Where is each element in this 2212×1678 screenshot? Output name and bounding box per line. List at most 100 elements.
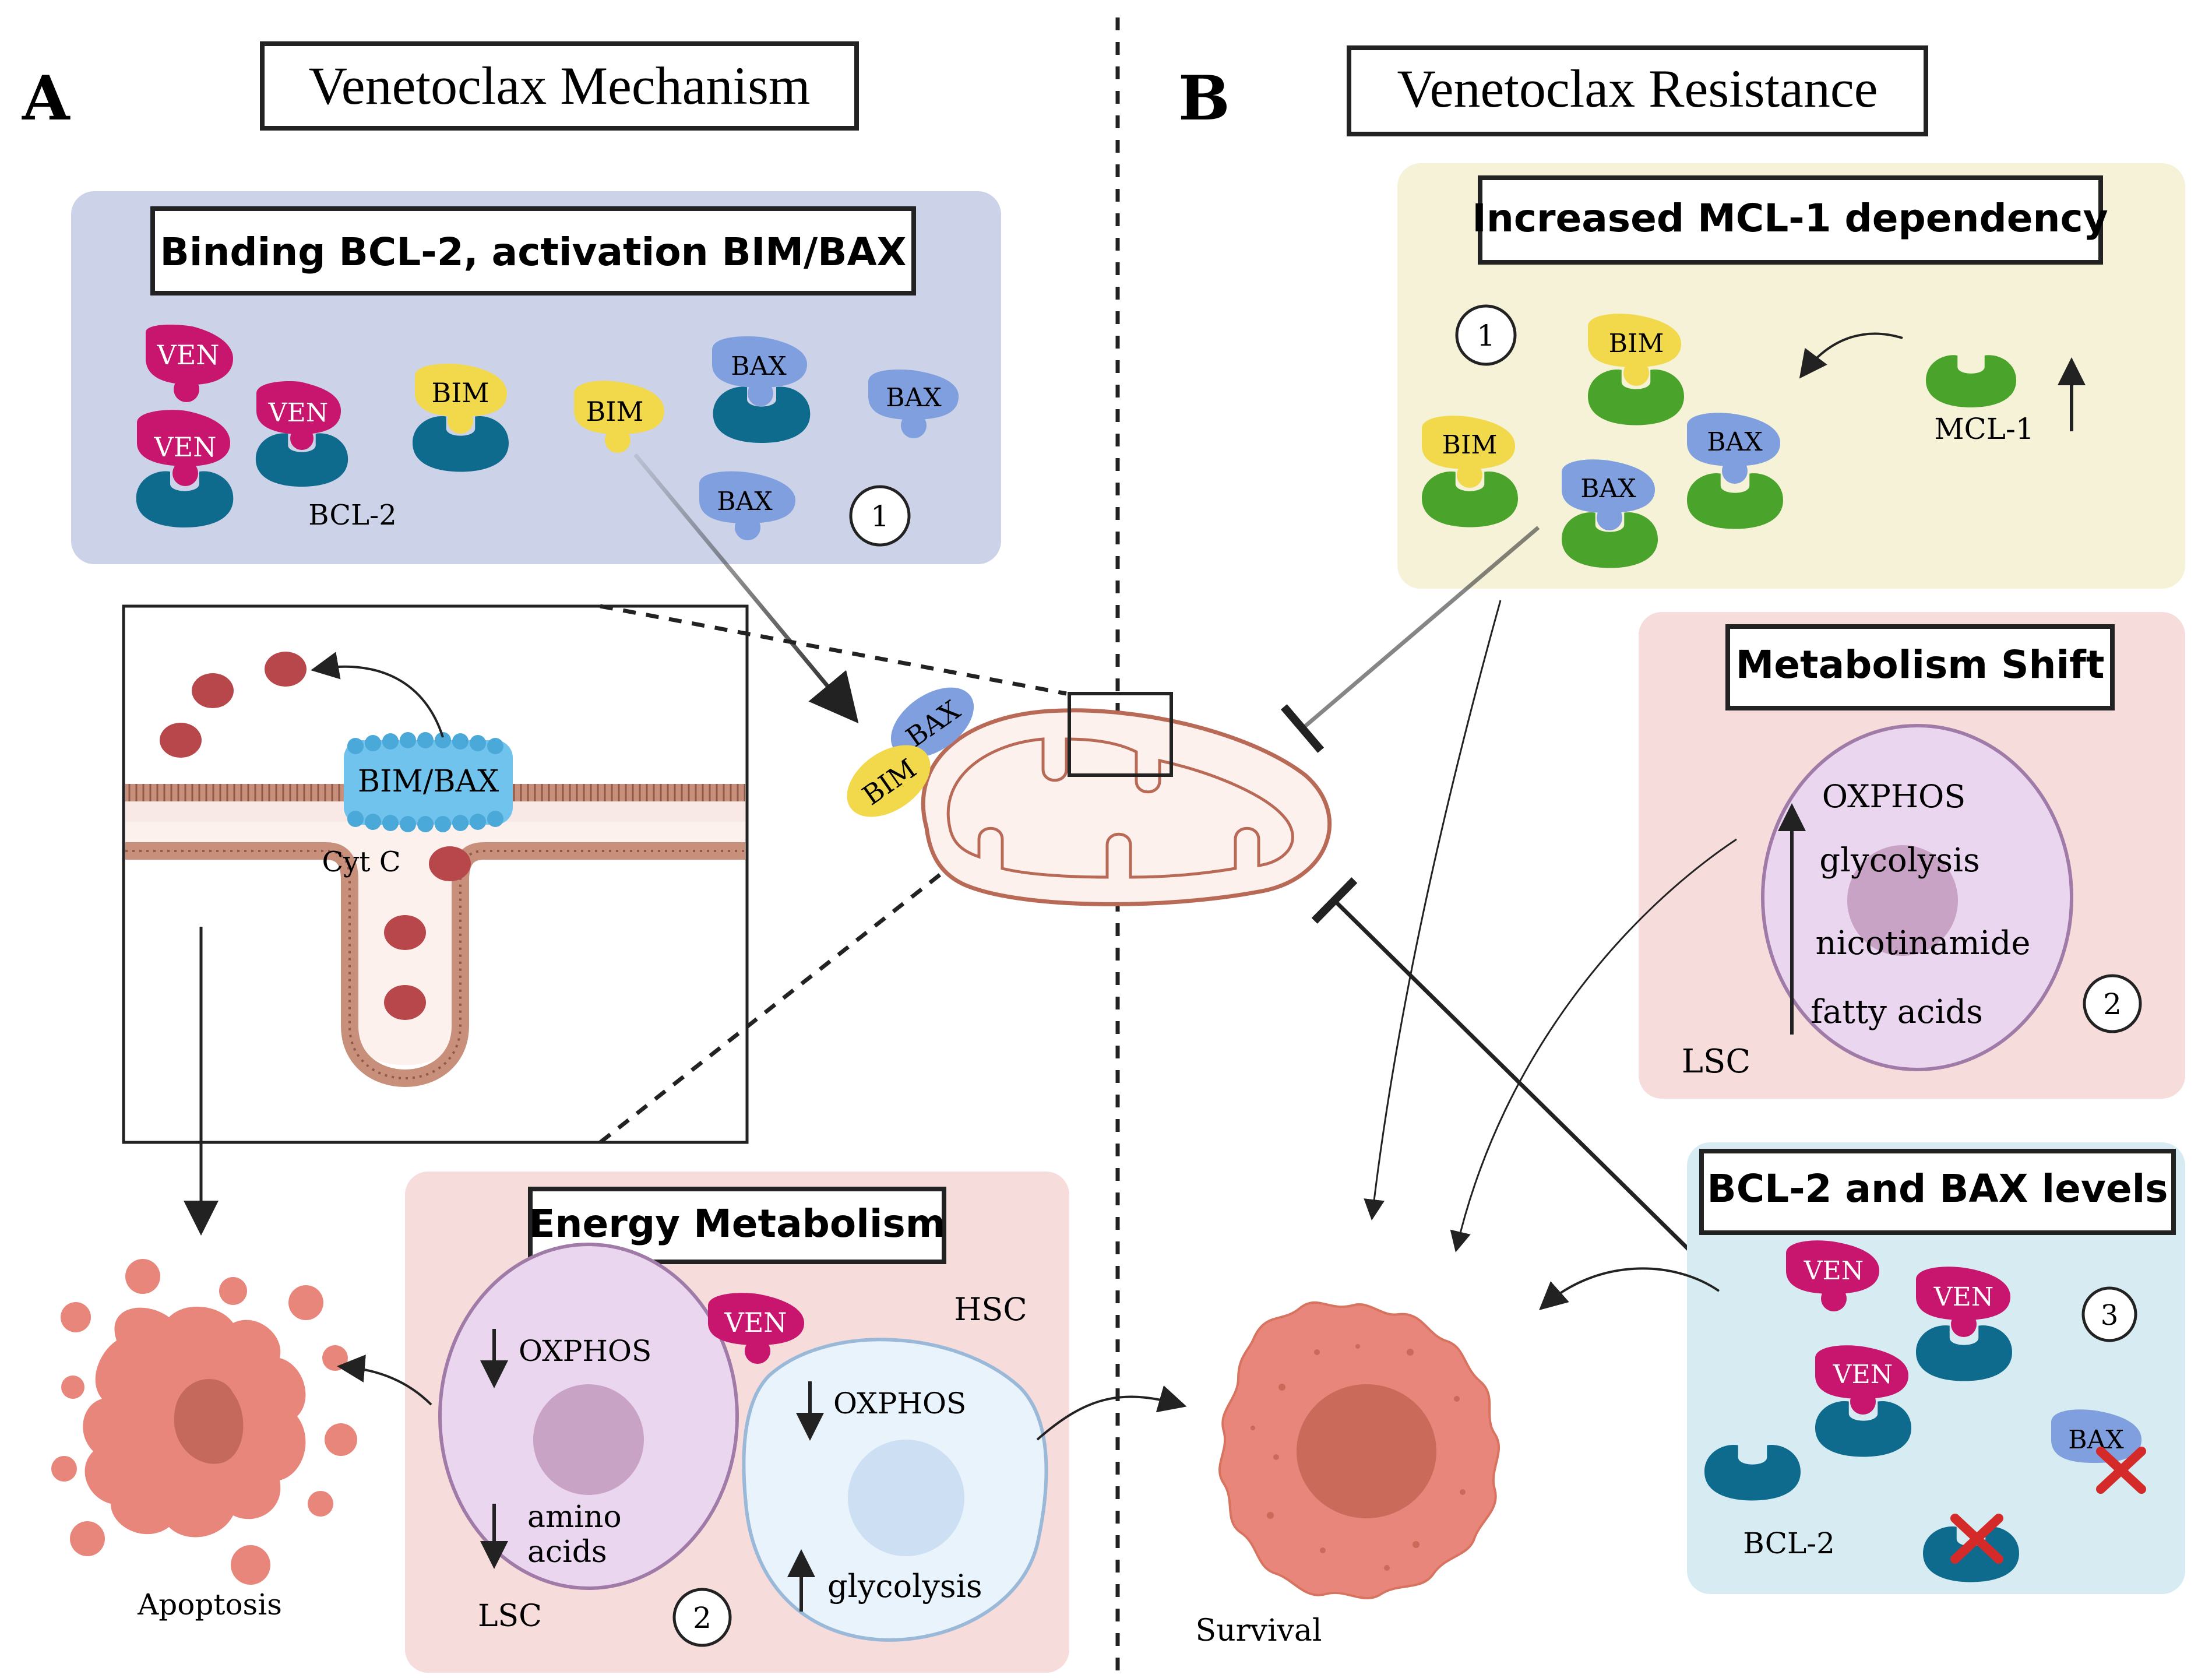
lsc-amino-label: amino bbox=[527, 1500, 622, 1535]
bcl2-reduced-x-icon bbox=[1950, 1514, 2003, 1564]
metabolism-oxphos: OXPHOS bbox=[1822, 778, 1966, 815]
mcl1-bax-label-2: BAX bbox=[1707, 427, 1763, 457]
hsc-nucleus bbox=[848, 1440, 964, 1556]
levels-step-circle bbox=[2081, 1286, 2137, 1342]
bax-label-1: BAX bbox=[731, 351, 787, 381]
ven-label-1: VEN bbox=[156, 339, 219, 371]
lsc-to-apoptosis-arrow bbox=[337, 1355, 432, 1406]
cytc-dot-2 bbox=[265, 652, 307, 687]
bim-free bbox=[574, 381, 664, 453]
metabolism-nicotinamide: nicotinamide bbox=[1816, 924, 2031, 962]
mcl1-title-box bbox=[1478, 175, 2103, 265]
mcl1-with-bax-2 bbox=[1687, 413, 1783, 529]
apoptosis-label: Apoptosis bbox=[137, 1588, 282, 1621]
ven-molecule-free bbox=[146, 325, 233, 402]
metabolism-title: Metabolism Shift bbox=[1736, 642, 2105, 687]
survival-label: Survival bbox=[1196, 1613, 1322, 1648]
cytc-release-arrow bbox=[311, 652, 444, 738]
lsc-nucleus bbox=[533, 1384, 644, 1495]
mcl1-label: MCL-1 bbox=[1934, 412, 2034, 446]
metabolism-step-number: 2 bbox=[2103, 987, 2122, 1021]
binding-title-box bbox=[150, 206, 916, 296]
apoptotic-cell bbox=[51, 1259, 357, 1585]
metabolism-fatty-acids: fatty acids bbox=[1811, 993, 1983, 1031]
mcl1-bim-label-1: BIM bbox=[1609, 329, 1664, 358]
metabolism-to-survival-arrow bbox=[1450, 838, 1737, 1253]
levels-ven-free bbox=[1786, 1240, 1879, 1311]
bim-bax-pore bbox=[344, 732, 513, 832]
energy-ven-molecule bbox=[708, 1293, 804, 1364]
hsc-oxphos-label: OXPHOS bbox=[833, 1387, 966, 1420]
lsc-acids-label: acids bbox=[527, 1535, 607, 1570]
cytc-dot-5 bbox=[384, 915, 426, 950]
panel-b-letter: B bbox=[1178, 62, 1230, 134]
cytc-dot-6 bbox=[384, 985, 426, 1020]
matrix-area bbox=[125, 822, 745, 1065]
bim-to-mito-arrow bbox=[633, 453, 859, 724]
mcl1-binding-arrow bbox=[1799, 332, 1903, 379]
mcl1-title: Increased MCL-1 dependency bbox=[1472, 196, 2108, 241]
panel-a-letter: A bbox=[22, 62, 71, 134]
binding-step-number: 1 bbox=[871, 499, 889, 533]
levels-inhibition-line bbox=[1311, 877, 1724, 1284]
levels-ven-label-3: VEN bbox=[1833, 1360, 1893, 1389]
surviving-cell bbox=[1218, 1301, 1501, 1600]
bax-free-1 bbox=[868, 370, 959, 438]
bcl2-with-bim bbox=[413, 364, 509, 472]
levels-step-number: 3 bbox=[2101, 1299, 2119, 1332]
mito-bim bbox=[847, 745, 931, 817]
cytc-dot-3 bbox=[160, 723, 202, 758]
levels-bcl2-label: BCL-2 bbox=[1743, 1526, 1835, 1560]
mcl1-bax-label-1: BAX bbox=[1580, 474, 1636, 504]
energy-ven-label: VEN bbox=[724, 1307, 787, 1338]
bax-reduced-x-icon bbox=[2096, 1447, 2146, 1494]
pore-label: BIM/BAX bbox=[358, 764, 499, 799]
metabolism-glycolysis: glycolysis bbox=[1819, 842, 1979, 880]
energy-step-circle bbox=[672, 1588, 732, 1647]
mcl1-step-number: 1 bbox=[1477, 319, 1495, 353]
bcl2-label: BCL-2 bbox=[308, 499, 397, 532]
binding-title: Binding BCL-2, activation BIM/BAX bbox=[160, 230, 907, 275]
metabolism-title-box bbox=[1725, 624, 2115, 710]
energy-lsc-label: LSC bbox=[478, 1599, 542, 1634]
panel-a-title: Venetoclax Mechanism bbox=[309, 56, 811, 115]
levels-title-box bbox=[1699, 1149, 2176, 1235]
hsc-label: HSC bbox=[954, 1291, 1027, 1328]
ven-label-3: VEN bbox=[268, 398, 328, 428]
metabolism-lsc-nucleus bbox=[1847, 845, 1958, 956]
cytc-dot-4 bbox=[429, 846, 471, 881]
panel-b-title: Venetoclax Resistance bbox=[1397, 59, 1878, 118]
levels-to-survival-arrow bbox=[1539, 1267, 1720, 1310]
hsc-glycolysis-label: glycolysis bbox=[827, 1568, 982, 1605]
panel-a-title-box bbox=[260, 41, 859, 131]
mcl1-with-bax-1 bbox=[1562, 459, 1658, 568]
lsc-oxphos-label: OXPHOS bbox=[519, 1334, 651, 1368]
metabolism-step-circle bbox=[2083, 974, 2142, 1033]
bax-label-2: BAX bbox=[886, 383, 942, 413]
bcl2-with-ven-1 bbox=[136, 410, 234, 527]
energy-step-number: 2 bbox=[693, 1601, 711, 1635]
panel-b-title-box bbox=[1347, 45, 1928, 136]
bax-free-2 bbox=[699, 471, 795, 540]
levels-bax-label: BAX bbox=[2068, 1425, 2124, 1455]
mitochondrion bbox=[921, 708, 1332, 906]
bim-label-2: BIM bbox=[586, 396, 643, 427]
mcl1-with-bim-2 bbox=[1422, 416, 1518, 527]
binding-step-circle bbox=[849, 485, 911, 547]
zoom-line-top bbox=[600, 604, 1067, 696]
cytc-label: Cyt C bbox=[322, 846, 400, 878]
metabolism-lsc-label: LSC bbox=[1682, 1043, 1750, 1081]
mcl1-inhibition-line bbox=[1280, 526, 1540, 753]
mito-bax bbox=[890, 687, 974, 758]
bcl2-with-bax bbox=[712, 336, 811, 443]
levels-bcl2-with-ven-1 bbox=[1916, 1267, 2012, 1381]
mcl1-bim-label-2: BIM bbox=[1442, 430, 1498, 460]
ven-label-2: VEN bbox=[153, 431, 216, 463]
energy-title: Energy Metabolism bbox=[529, 1201, 945, 1246]
bcl2-with-ven-2 bbox=[255, 381, 348, 487]
levels-ven-label-2: VEN bbox=[1933, 1282, 1993, 1312]
levels-bax-reduced bbox=[2051, 1409, 2141, 1463]
hsc-to-survival-arrow bbox=[1036, 1385, 1187, 1441]
zoom-square bbox=[1068, 692, 1173, 777]
